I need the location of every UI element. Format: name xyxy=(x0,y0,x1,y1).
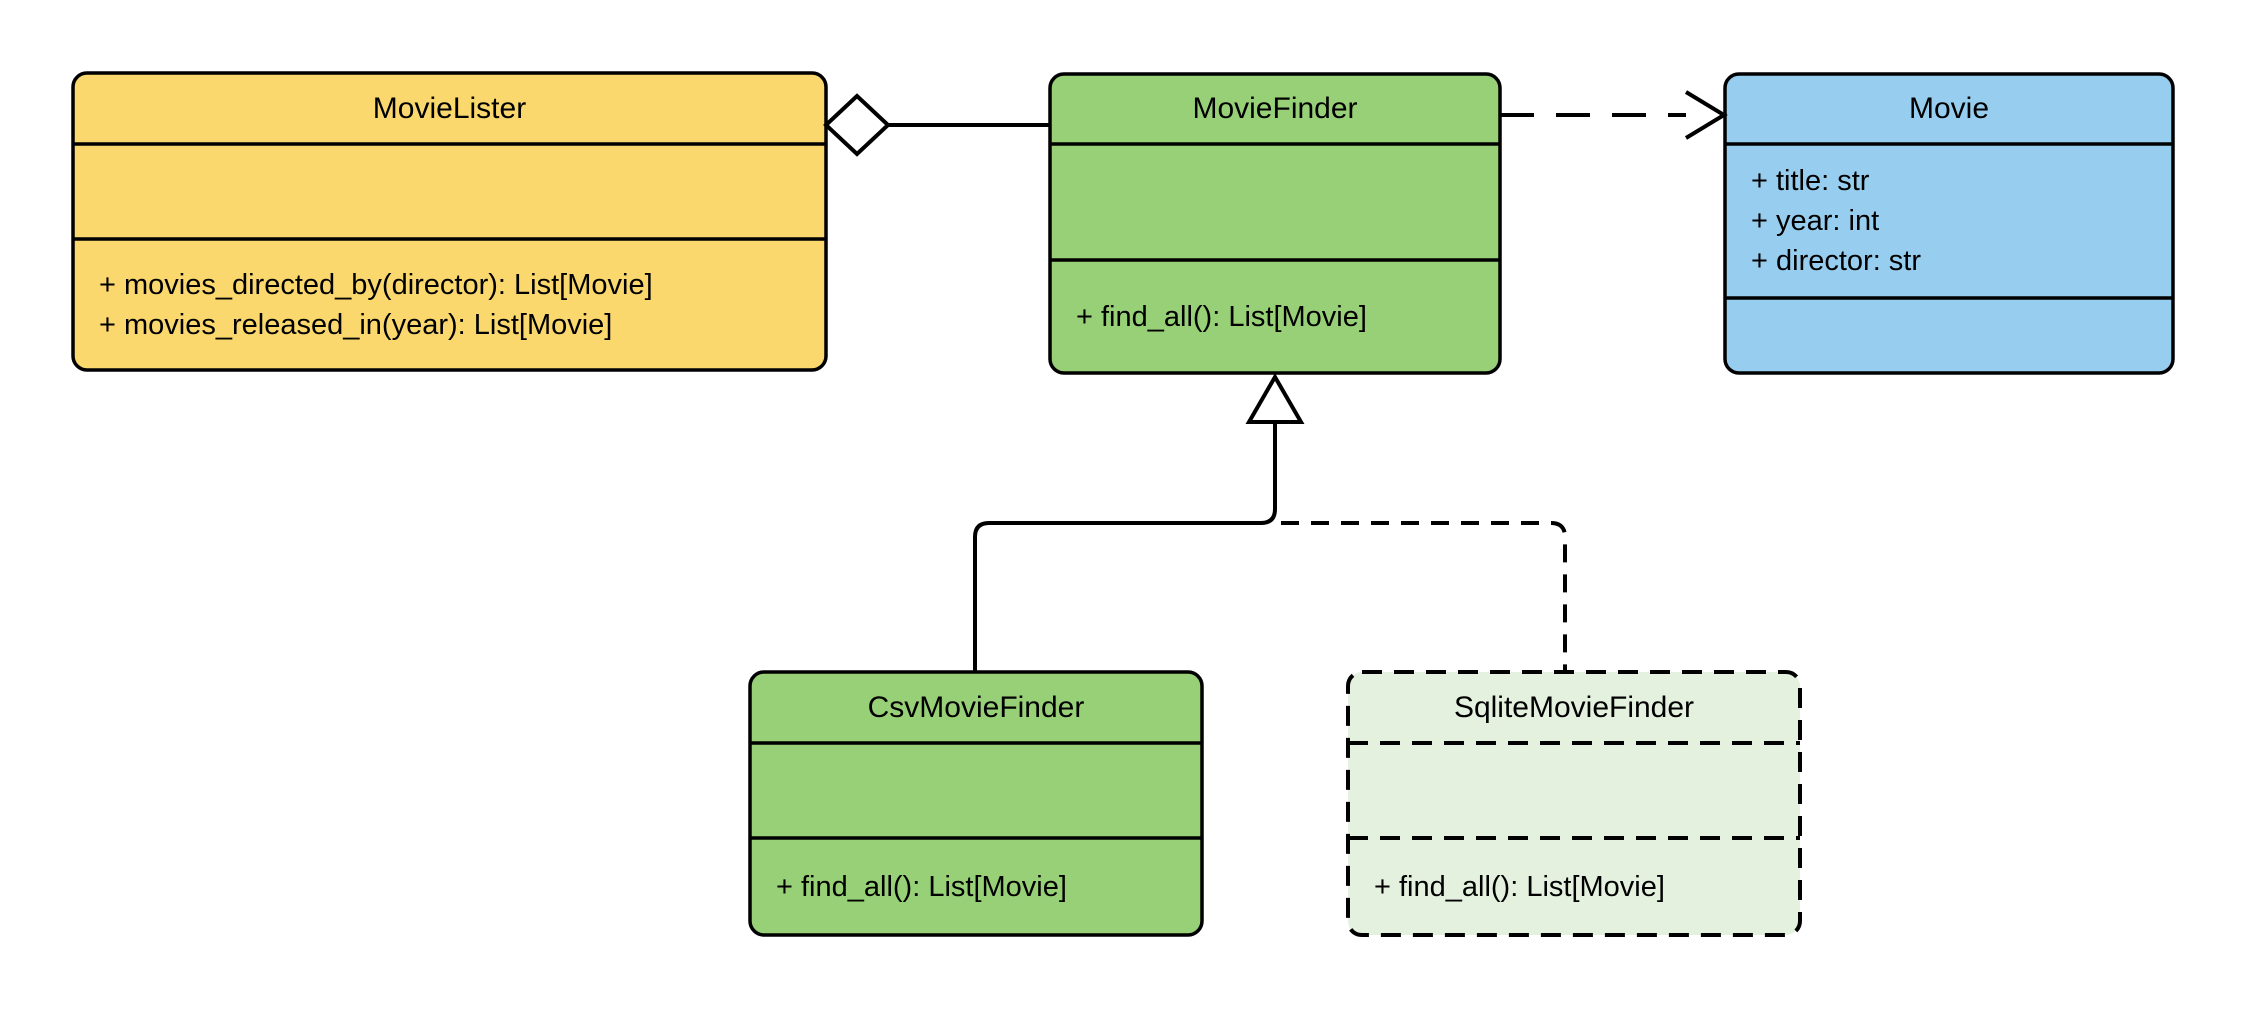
class-box-rect xyxy=(71,71,828,372)
methods-compartment xyxy=(1725,298,2173,373)
class-node-csvmoviefinder[interactable]: CsvMovieFinder + find_all(): List[Movie] xyxy=(750,672,1202,935)
attribute-label: + title: str xyxy=(1751,165,1870,197)
method-label: + find_all(): List[Movie] xyxy=(1076,300,1367,333)
class-box-shape-movie xyxy=(1723,72,2175,375)
dependency-connector-moviefinder-movie[interactable] xyxy=(1500,90,1728,140)
methods-compartment: + find_all(): List[Movie] xyxy=(1348,838,1800,935)
class-title: MovieLister xyxy=(372,91,527,125)
attribute-label: + director: str xyxy=(1751,245,1922,277)
open-arrowhead-icon xyxy=(1684,90,1728,140)
class-box-shape-csvmoviefinder xyxy=(748,670,1204,937)
aggregation-connector-movielister-moviefinder[interactable] xyxy=(823,93,1050,157)
attributes-compartment xyxy=(750,743,1202,838)
class-box-shape-moviefinder xyxy=(1048,72,1502,375)
class-title: CsvMovieFinder xyxy=(867,690,1085,724)
class-node-movie[interactable]: Movie + title: str + year: int + directo… xyxy=(1725,74,2173,373)
attributes-compartment xyxy=(1348,743,1800,838)
class-title: Movie xyxy=(1908,92,1990,125)
method-label: + movies_released_in(year): List[Movie] xyxy=(99,308,613,341)
methods-compartment: + find_all(): List[Movie] xyxy=(750,838,1202,935)
class-node-movielister[interactable]: MovieLister + movies_directed_by(directo… xyxy=(73,73,826,370)
class-box-rect-dashed xyxy=(1346,670,1802,937)
aggregation-diamond-icon xyxy=(823,93,891,157)
attributes-compartment xyxy=(1050,144,1500,260)
class-box-rect xyxy=(1048,72,1502,375)
methods-compartment: + find_all(): List[Movie] xyxy=(1050,260,1500,373)
class-title: SqliteMovieFinder xyxy=(1453,690,1695,724)
class-node-moviefinder[interactable]: MovieFinder + find_all(): List[Movie] xyxy=(1050,74,1500,373)
hollow-triangle-icon xyxy=(1245,373,1305,424)
attribute-label: + year: int xyxy=(1751,205,1880,237)
class-box-shape-movielister xyxy=(71,71,828,372)
method-label: + movies_directed_by(director): List[Mov… xyxy=(99,268,653,301)
generalization-connector-sqlitemoviefinder-moviefinder[interactable] xyxy=(1281,521,1567,671)
class-node-sqlitemoviefinder[interactable]: SqliteMovieFinder + find_all(): List[Mov… xyxy=(1348,672,1800,935)
class-title: MovieFinder xyxy=(1192,92,1358,125)
class-box-rect xyxy=(748,670,1204,937)
method-label: + find_all(): List[Movie] xyxy=(1374,870,1665,903)
methods-compartment: + movies_directed_by(director): List[Mov… xyxy=(73,239,826,370)
method-label: + find_all(): List[Movie] xyxy=(776,870,1067,903)
generalization-dashed-line xyxy=(1281,521,1567,671)
generalization-line xyxy=(973,422,1277,671)
generalization-connector-csvmoviefinder-moviefinder[interactable] xyxy=(973,373,1305,671)
class-box-shape-sqlitemoviefinder xyxy=(1346,670,1802,937)
attributes-compartment: + title: str + year: int + director: str xyxy=(1725,144,2173,298)
attributes-compartment xyxy=(73,144,826,239)
